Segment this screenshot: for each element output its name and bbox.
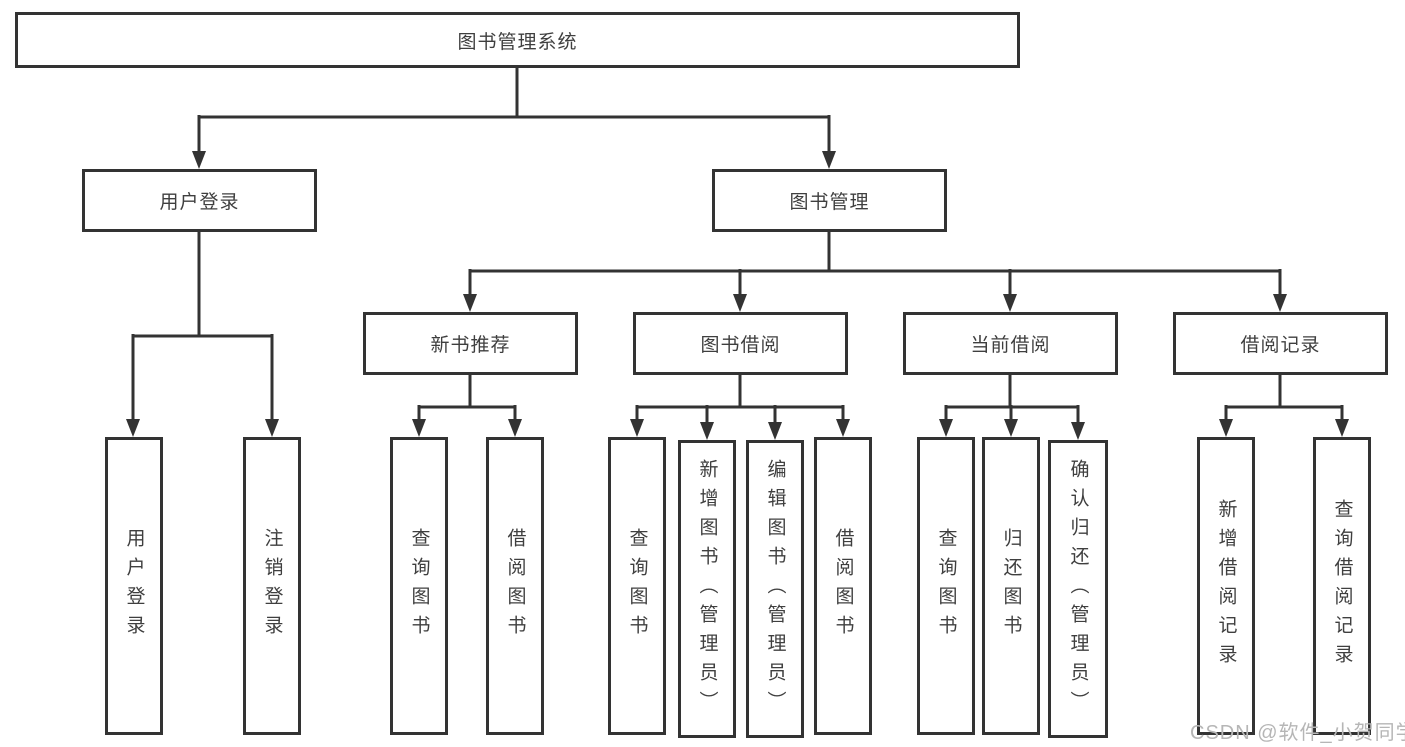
node-new-book-recommend: 新书推荐 (363, 312, 578, 375)
leaf-borrow-edit-books-admin-label: 编辑图书（管理员） (764, 458, 786, 720)
leaf-record-add-borrow-record: 新增借阅记录 (1197, 437, 1255, 735)
csdn-watermark: CSDN @软件_小贺同学 (1190, 722, 1405, 744)
leaf-current-query-books: 查询图书 (917, 437, 975, 735)
node-current-borrow-label: 当前借阅 (970, 335, 1051, 356)
leaf-rec-query-books-label: 查询图书 (408, 528, 430, 644)
arrowheads (126, 151, 1349, 440)
leaf-rec-query-books: 查询图书 (390, 437, 448, 735)
leaf-user-login-label: 用户登录 (123, 528, 145, 644)
leaf-borrow-add-books-admin: 新增图书（管理员） (678, 440, 736, 738)
leaf-record-query-borrow-record-label: 查询借阅记录 (1331, 499, 1353, 673)
leaf-current-return-books-label: 归还图书 (1000, 528, 1022, 644)
node-user-login-label: 用户登录 (159, 192, 240, 213)
leaf-record-query-borrow-record: 查询借阅记录 (1313, 437, 1371, 735)
node-root: 图书管理系统 (15, 12, 1020, 68)
node-user-login: 用户登录 (82, 169, 317, 232)
leaf-logout: 注销登录 (243, 437, 301, 735)
leaf-rec-borrow-books: 借阅图书 (486, 437, 544, 735)
leaf-borrow-query-books-label: 查询图书 (626, 528, 648, 644)
node-current-borrow: 当前借阅 (903, 312, 1118, 375)
node-book-borrow: 图书借阅 (633, 312, 848, 375)
leaf-borrow-add-books-admin-label: 新增图书（管理员） (696, 458, 718, 720)
node-borrow-record: 借阅记录 (1173, 312, 1388, 375)
leaf-record-add-borrow-record-label: 新增借阅记录 (1215, 499, 1237, 673)
leaf-current-query-books-label: 查询图书 (935, 528, 957, 644)
leaf-current-confirm-return-admin: 确认归还（管理员） (1048, 440, 1108, 738)
leaf-borrow-borrow-books-label: 借阅图书 (832, 528, 854, 644)
leaf-current-return-books: 归还图书 (982, 437, 1040, 735)
leaf-borrow-borrow-books: 借阅图书 (814, 437, 872, 735)
leaf-logout-label: 注销登录 (261, 528, 283, 644)
node-borrow-record-label: 借阅记录 (1240, 335, 1321, 356)
node-new-book-recommend-label: 新书推荐 (430, 335, 511, 356)
leaf-borrow-edit-books-admin: 编辑图书（管理员） (746, 440, 804, 738)
leaf-user-login: 用户登录 (105, 437, 163, 735)
leaf-borrow-query-books: 查询图书 (608, 437, 666, 735)
leaf-current-confirm-return-admin-label: 确认归还（管理员） (1067, 458, 1089, 720)
node-root-label: 图书管理系统 (457, 31, 578, 53)
node-book-borrow-label: 图书借阅 (700, 335, 781, 356)
node-book-management: 图书管理 (712, 169, 947, 232)
node-book-management-label: 图书管理 (789, 192, 870, 213)
leaf-rec-borrow-books-label: 借阅图书 (504, 528, 526, 644)
